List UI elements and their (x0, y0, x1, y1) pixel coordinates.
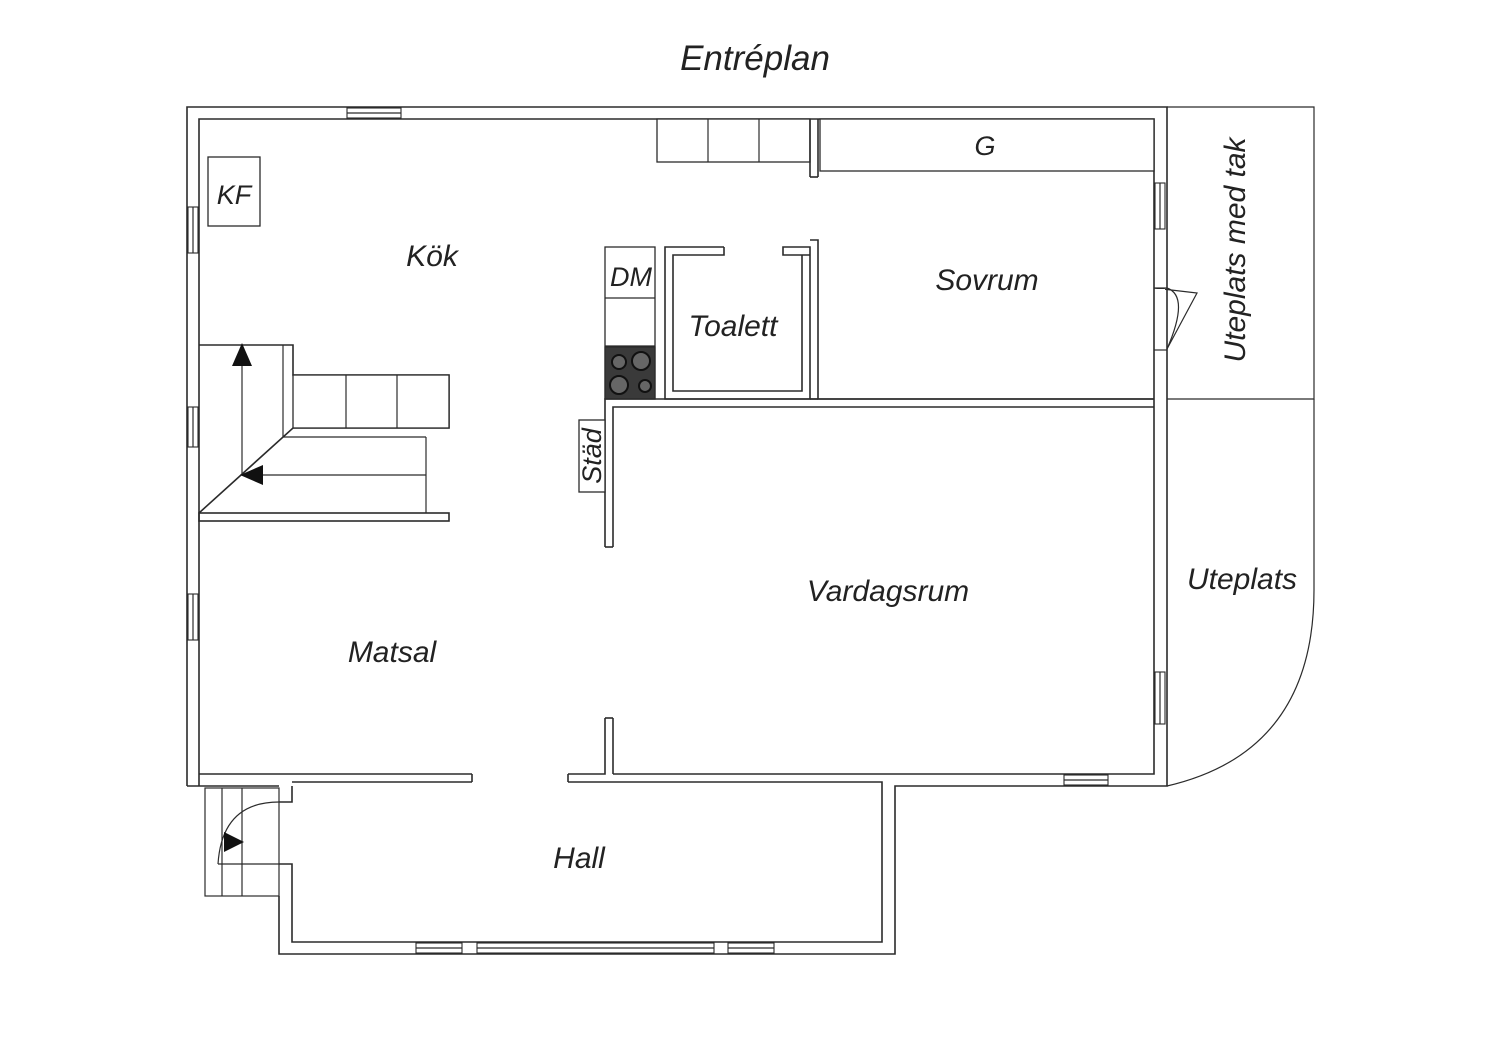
sovrum-label: Sovrum (935, 264, 1038, 297)
entrance-steps (204, 787, 280, 897)
windows (187, 107, 1166, 954)
g-label: G (974, 131, 995, 161)
stairs (198, 343, 450, 522)
stairs-turn-arrow-icon (240, 465, 263, 485)
kf-cabinet (207, 156, 261, 227)
dm-label: DM (610, 262, 652, 292)
stove-icon (604, 346, 656, 400)
stad-label: Städ (577, 427, 607, 484)
kitchen-fixtures: KF DM (207, 118, 811, 400)
toalett-label: Toalett (689, 310, 780, 343)
stad-closet (578, 419, 606, 493)
outer-walls (186, 106, 1168, 955)
uteplats-med-tak-label: Uteplats med tak (1219, 135, 1252, 362)
kok-label: Kök (406, 240, 460, 273)
hall-label: Hall (553, 842, 606, 875)
plan-title: Entréplan (680, 39, 830, 78)
kf-label: KF (217, 180, 253, 210)
matsal-label: Matsal (348, 636, 438, 669)
vardagsrum-label: Vardagsrum (807, 575, 969, 608)
interior-walls: G (568, 118, 1198, 775)
entrance-arrow-icon (224, 832, 244, 852)
stairs-up-arrow-icon (232, 343, 252, 366)
patios (1166, 106, 1315, 787)
uteplats-label: Uteplats (1187, 563, 1297, 596)
hall-walls (279, 781, 883, 943)
